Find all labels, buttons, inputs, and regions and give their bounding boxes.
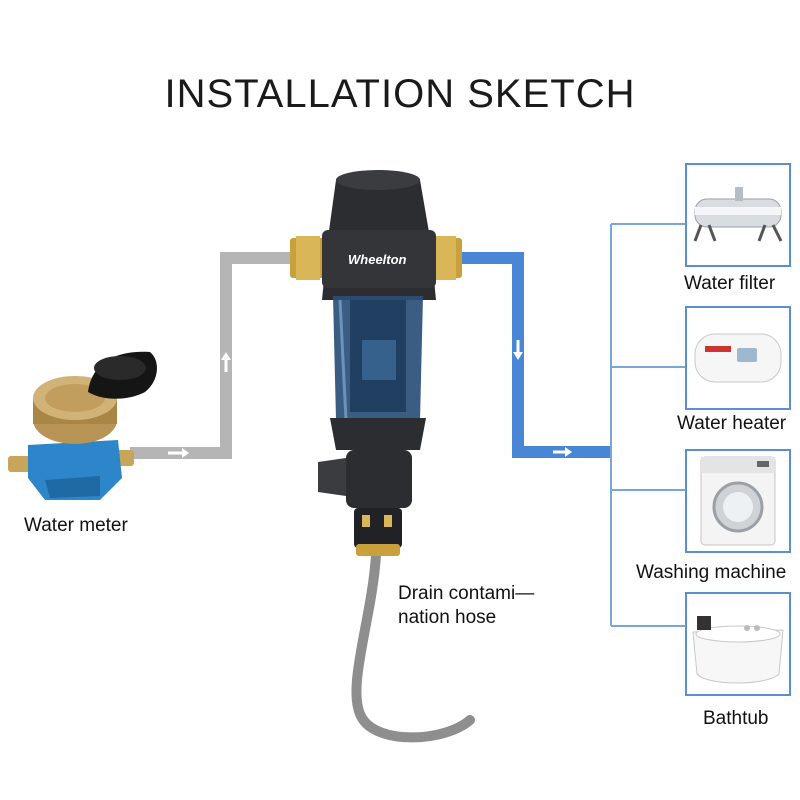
- washing-machine-label: Washing machine: [636, 562, 787, 583]
- water-meter-icon: [8, 351, 157, 500]
- outlet-flow-arrow-down: [513, 340, 523, 360]
- inlet-flow-arrow-up: [221, 352, 231, 372]
- drain-hose-label-line1: Drain contami—: [398, 583, 535, 604]
- water-filter-label: Water filter: [684, 273, 776, 294]
- bathtub-label: Bathtub: [703, 708, 769, 729]
- bathtub-card: [685, 592, 791, 696]
- water-filter-icon: [693, 187, 783, 242]
- water-filter-card: [685, 163, 791, 267]
- water-heater-icon: [694, 333, 782, 383]
- washing-machine-card: [685, 449, 791, 553]
- brand-logo-text: Wheelton: [348, 252, 407, 267]
- inlet-flow-arrow-right: [168, 448, 189, 458]
- water-meter-label: Water meter: [24, 515, 128, 536]
- outlet-pipe: [462, 252, 610, 458]
- drain-hose: [351, 550, 475, 743]
- prefilter-unit-icon: [290, 170, 462, 556]
- water-heater-card: [685, 306, 791, 410]
- drain-hose-label-line2: nation hose: [398, 607, 497, 628]
- water-heater-label: Water heater: [677, 413, 787, 434]
- diagram-title: INSTALLATION SKETCH: [164, 72, 636, 116]
- bathtub-icon: [692, 616, 784, 684]
- outlet-flow-arrow-right: [553, 447, 572, 457]
- distribution-branch-lines: [610, 223, 685, 627]
- inlet-pipe: [130, 252, 300, 459]
- washing-machine-icon: [700, 456, 776, 546]
